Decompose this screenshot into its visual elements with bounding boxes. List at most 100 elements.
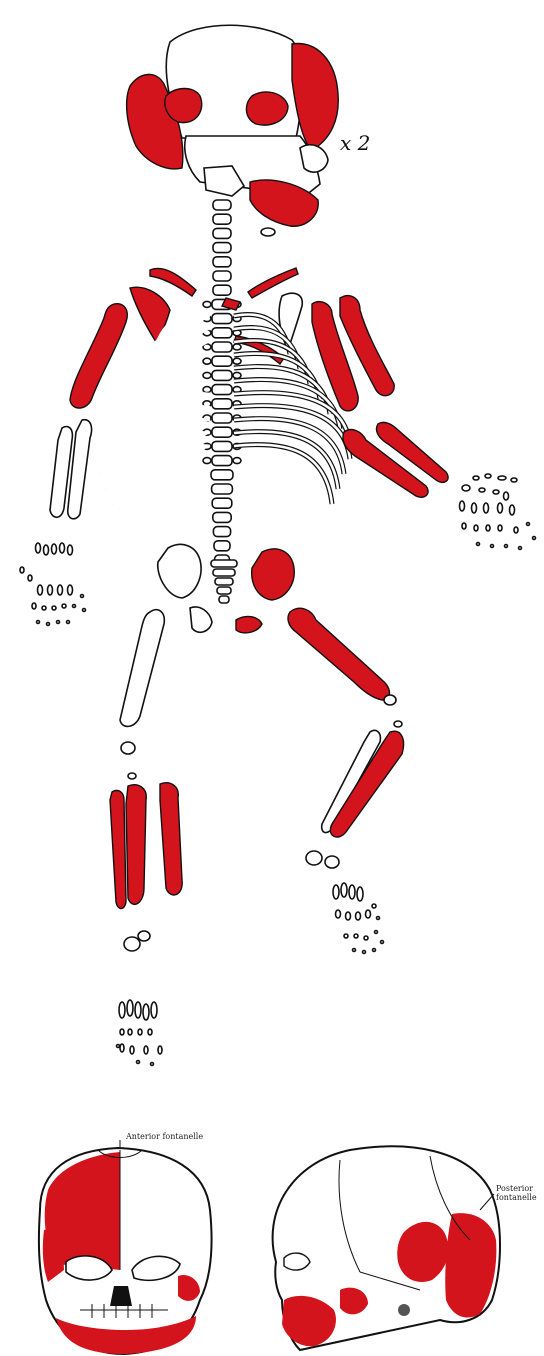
posterior-fontanelle-line1: Posterior [496, 1184, 544, 1193]
vertebra [212, 413, 232, 423]
right-rib-fill [234, 432, 338, 489]
hand-bone [498, 525, 502, 531]
lateral-skull-diagram [273, 1146, 500, 1350]
left-talus [124, 937, 140, 951]
right-talus [306, 851, 322, 865]
vertebral-arch [203, 458, 211, 464]
hand-bone [83, 609, 86, 612]
hand-bone [58, 585, 63, 595]
left-ilium [158, 544, 201, 598]
hand-bone [36, 543, 41, 553]
vertebra [212, 399, 232, 409]
right-rib-fill [234, 445, 332, 504]
foot-bone [135, 1002, 141, 1018]
vertebral-arch [203, 387, 211, 393]
right-rib [234, 432, 338, 489]
hand-bone [533, 537, 536, 540]
hand-bone [460, 501, 465, 511]
hand-bone [47, 623, 50, 626]
right-calcaneus [325, 856, 339, 868]
right-ilium [252, 549, 295, 600]
foot-bone [364, 936, 368, 940]
foot-bone [344, 934, 348, 938]
vertebra [212, 342, 232, 352]
foot-bone [120, 1044, 124, 1052]
hand-bone [81, 595, 84, 598]
foot-bone [143, 1004, 149, 1020]
foot-bone [148, 1029, 152, 1035]
foot-bone [381, 941, 384, 944]
right-ischium [236, 617, 262, 633]
foot-bone [366, 910, 371, 918]
right-rib [234, 445, 332, 504]
hand-bone [519, 547, 522, 550]
vertebra [211, 470, 233, 480]
foot-bone [336, 910, 341, 918]
skull [127, 25, 339, 236]
hand-bone [498, 476, 506, 480]
hand-bone [44, 545, 49, 555]
left-clavicle [150, 268, 196, 296]
vertebra [212, 314, 232, 324]
hand-bone [462, 485, 470, 491]
foot-bone [357, 887, 363, 901]
hand-bone [62, 604, 66, 608]
hand-bone [52, 544, 57, 554]
hand-bone [511, 478, 517, 482]
hand-bone [68, 545, 73, 555]
vertebra [212, 427, 232, 437]
vertebra [213, 257, 231, 267]
right-leg [288, 608, 404, 953]
right-knee-epiphysis [394, 721, 402, 727]
hand-bone [68, 585, 73, 595]
left-fibula [110, 790, 126, 908]
hand-bone [498, 503, 503, 513]
foot-bone [346, 912, 351, 920]
hyoid [261, 228, 275, 236]
hand-bone [491, 545, 494, 548]
right-patella [384, 695, 396, 705]
external-auditory-meatus [398, 1304, 410, 1316]
hand-bone [57, 621, 60, 624]
left-leg [110, 610, 182, 1066]
vertebra [212, 328, 232, 338]
vertebral-arch [233, 372, 241, 378]
foot-bone [375, 931, 378, 934]
hand-bone [67, 621, 70, 624]
vertebra [214, 541, 230, 551]
vertebral-arch [233, 458, 241, 464]
left-patella [121, 742, 135, 754]
hand-bone [479, 488, 485, 492]
left-tibia [126, 785, 146, 905]
multiplier-label: x 2 [340, 131, 370, 155]
right-femur [288, 608, 390, 700]
left-knee-epiphysis [128, 773, 136, 779]
vertebra [212, 456, 232, 466]
hand-bone [477, 543, 480, 546]
sacral-segment [215, 578, 233, 585]
foot-bone [377, 917, 380, 920]
hand-bone [474, 525, 478, 531]
vertebra [212, 484, 233, 494]
foot-bone [138, 1029, 142, 1035]
hand-bone [485, 474, 491, 478]
vertebra [212, 441, 232, 451]
foot-bone [130, 1046, 134, 1054]
foot-bone [158, 1046, 162, 1054]
vertebral-arch [203, 301, 211, 307]
right-frontal [246, 92, 288, 125]
vertebral-arch [203, 372, 211, 378]
foot-bone [356, 912, 361, 920]
hand-bone [510, 505, 515, 515]
sacral-segment [213, 569, 235, 576]
temporal-fragment [300, 145, 328, 172]
hand-bone [32, 603, 36, 609]
vertebra [212, 498, 232, 508]
hand-bone [514, 527, 518, 533]
foot-bone [373, 949, 376, 952]
vertebral-arch [233, 344, 241, 350]
foot-bone [119, 1002, 125, 1018]
vertebral-column [203, 200, 241, 603]
foot-bone [137, 1061, 140, 1064]
